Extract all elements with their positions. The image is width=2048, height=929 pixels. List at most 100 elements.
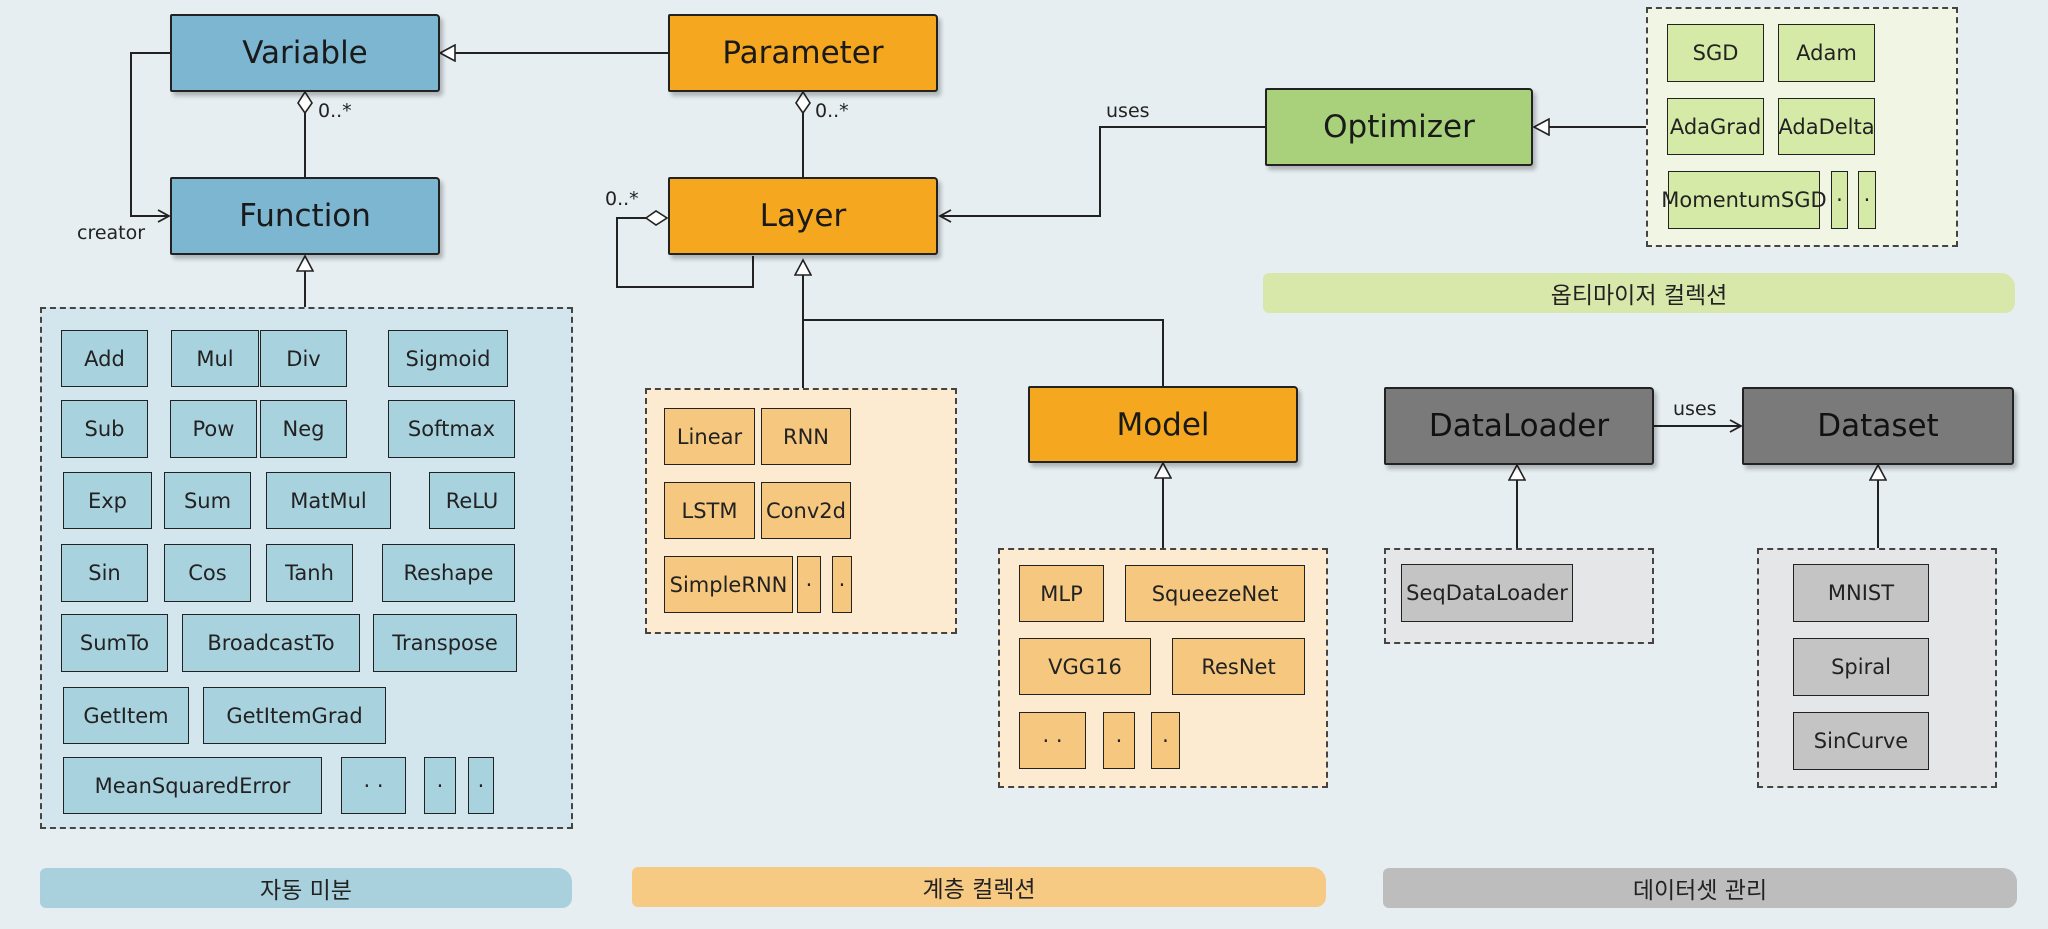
model-item-label: ResNet [1201, 654, 1276, 679]
model-item[interactable]: · [1103, 712, 1135, 769]
function-item-label: BroadcastTo [207, 631, 335, 655]
dataset-item[interactable]: Spiral [1793, 638, 1929, 696]
optimizer-item[interactable]: AdaDelta [1778, 98, 1875, 155]
function-item-label: Exp [87, 488, 128, 513]
optimizer-item[interactable]: SGD [1667, 24, 1764, 82]
autodiff-banner-label: 자동 미분 [260, 878, 352, 904]
function-item-label: ReLU [445, 488, 499, 513]
function-item-label: Reshape [403, 561, 494, 585]
layer-item[interactable]: Conv2d [761, 482, 851, 539]
function-item[interactable]: Pow [170, 400, 257, 458]
datasets-banner-label: 데이터셋 관리 [1632, 878, 1768, 904]
function-item-label: GetItem [83, 703, 169, 728]
variable-class-label: Variable [242, 35, 368, 71]
optimizers-banner-label: 옵티마이저 컬렉션 [1550, 283, 1728, 309]
datasets-banner: 데이터셋 관리 [1383, 868, 2017, 908]
function-item[interactable]: Sub [61, 400, 148, 458]
optimizer-item-label: · [1863, 188, 1871, 212]
layer-item-label: LSTM [681, 498, 738, 523]
function-item[interactable]: MatMul [266, 472, 391, 529]
model-item[interactable]: · [1151, 712, 1180, 769]
model-item-label: · · [1042, 728, 1063, 753]
variable-class[interactable]: Variable [170, 14, 440, 92]
dataset-item[interactable]: SinCurve [1793, 712, 1929, 770]
function-item[interactable]: Mul [171, 330, 259, 387]
dataset-class-label: Dataset [1817, 408, 1939, 444]
optimizer-uses-layer [938, 126, 1265, 223]
function-item[interactable]: Sum [164, 472, 251, 529]
layer-item[interactable]: LSTM [664, 482, 755, 539]
layer-item[interactable]: · [832, 556, 852, 613]
dataset-class[interactable]: Dataset [1742, 387, 2014, 465]
layer-self-aggregation [616, 218, 754, 288]
autodiff-banner: 자동 미분 [40, 868, 572, 908]
model-item[interactable]: · · [1019, 712, 1086, 769]
optimizer-item[interactable]: · [1858, 171, 1876, 229]
function-item-label: Div [286, 346, 321, 371]
optimizer-item-label: MomentumSGD [1661, 188, 1827, 212]
optimizer-item[interactable]: AdaGrad [1667, 98, 1764, 155]
parameter-class-label: Parameter [722, 35, 884, 71]
function-item[interactable]: ReLU [429, 472, 515, 529]
function-item[interactable]: Transpose [373, 614, 517, 672]
optimizer-item[interactable]: MomentumSGD [1661, 171, 1827, 229]
dataset-item[interactable]: MNIST [1793, 564, 1929, 622]
optimizer-item[interactable]: Adam [1778, 24, 1875, 82]
function-item-label: · [436, 773, 444, 798]
creator-label: creator [77, 222, 146, 244]
dataloader-class[interactable]: DataLoader [1384, 387, 1654, 465]
function-class[interactable]: Function [170, 177, 440, 255]
model-item[interactable]: SqueezeNet [1125, 565, 1305, 622]
function-item-label: MeanSquaredError [94, 773, 291, 798]
function-item-label: Pow [192, 417, 235, 441]
model-item-label: MLP [1040, 581, 1083, 606]
function-item-label: Neg [282, 417, 325, 441]
model-to-layer-branch [803, 319, 1164, 386]
layer-item-label: · [805, 572, 813, 597]
layer-item[interactable]: · [797, 556, 821, 613]
dataloader-item[interactable]: SeqDataLoader [1401, 564, 1573, 622]
dataloader-item-label: SeqDataLoader [1406, 581, 1568, 605]
function-item[interactable]: BroadcastTo [182, 614, 360, 672]
function-item[interactable]: MeanSquaredError [63, 757, 322, 814]
function-item-label: Mul [196, 346, 234, 371]
model-class[interactable]: Model [1028, 386, 1298, 463]
function-item[interactable]: GetItemGrad [203, 687, 386, 744]
function-item[interactable]: Tanh [266, 544, 353, 602]
function-item[interactable]: Cos [164, 544, 251, 602]
layer-item-label: · [838, 572, 846, 597]
function-item-label: GetItemGrad [226, 703, 363, 728]
layer-self-multiplicity: 0..* [605, 188, 639, 210]
function-item[interactable]: Sin [61, 544, 148, 602]
layer-item[interactable]: RNN [761, 408, 851, 465]
optimizer-item[interactable]: · [1831, 171, 1848, 229]
function-item[interactable]: Sigmoid [388, 330, 508, 387]
function-item[interactable]: · [468, 757, 494, 814]
model-item[interactable]: VGG16 [1019, 638, 1151, 695]
function-item[interactable]: Reshape [382, 544, 515, 602]
layer-item[interactable]: Linear [664, 408, 755, 465]
layer-class[interactable]: Layer [668, 177, 938, 255]
function-item[interactable]: Add [61, 330, 148, 387]
function-item-label: Transpose [392, 631, 498, 655]
function-item[interactable]: Neg [260, 400, 347, 458]
model-item[interactable]: MLP [1019, 565, 1104, 622]
function-item-label: SumTo [79, 631, 150, 655]
parameter-class[interactable]: Parameter [668, 14, 938, 92]
function-item[interactable]: Exp [63, 472, 152, 529]
layer-item[interactable]: SimpleRNN [664, 556, 793, 613]
function-item-label: Tanh [285, 561, 334, 585]
model-item-label: · [1115, 728, 1123, 753]
function-item-label: · [477, 773, 485, 798]
function-item[interactable]: · [424, 757, 456, 814]
layer-item-label: RNN [782, 424, 829, 449]
optimizer-class[interactable]: Optimizer [1265, 88, 1533, 166]
model-item[interactable]: ResNet [1172, 638, 1305, 695]
function-item[interactable]: SumTo [61, 614, 168, 672]
function-item[interactable]: Softmax [388, 400, 515, 458]
function-item[interactable]: GetItem [63, 687, 189, 744]
function-item[interactable]: · · [341, 757, 406, 814]
parameter-layer-multiplicity: 0..* [815, 100, 849, 122]
function-item[interactable]: Div [260, 330, 347, 387]
function-item-label: MatMul [290, 488, 367, 513]
